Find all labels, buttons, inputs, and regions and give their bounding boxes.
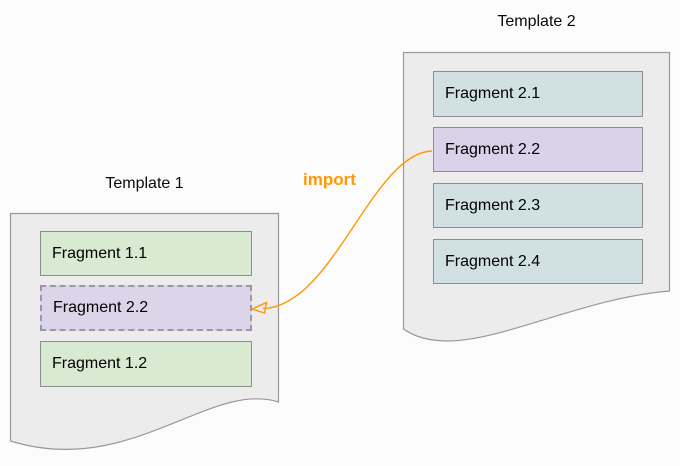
template2-fragment-2-3: Fragment 2.3 xyxy=(433,183,643,228)
import-arrow-curve xyxy=(262,150,433,310)
template2-title: Template 2 xyxy=(497,13,576,30)
template2-fragment-2-2: Fragment 2.2 xyxy=(433,127,643,172)
import-arrow-label: import xyxy=(303,170,356,189)
import-arrowhead-icon xyxy=(250,301,268,314)
template2-fragment-2-1: Fragment 2.1 xyxy=(433,71,643,117)
template1-fragment-1-1: Fragment 1.1 xyxy=(40,231,252,276)
template1-fragment-2-2-imported: Fragment 2.2 xyxy=(40,285,252,331)
template1-title: Template 1 xyxy=(105,175,184,192)
template2-fragment-2-4: Fragment 2.4 xyxy=(433,239,643,284)
template1-fragment-1-2: Fragment 1.2 xyxy=(40,341,252,387)
